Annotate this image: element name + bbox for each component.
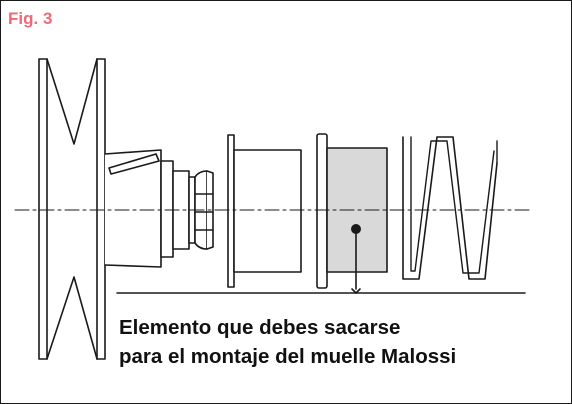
spring — [402, 136, 498, 280]
caption-line-1: Elemento que debes sacarse — [119, 316, 401, 339]
pulley-half — [38, 58, 106, 360]
leader-line — [116, 228, 526, 294]
flanged-spacer — [227, 134, 302, 288]
caption-line-2: para el montaje del muelle Malossi — [119, 345, 457, 368]
figure-label: Fig. 3 — [8, 9, 53, 28]
caption: Elemento que debes sacarse para el monta… — [119, 313, 456, 371]
element-to-remove — [316, 133, 388, 289]
pulley-hub — [104, 149, 196, 268]
leader-dot — [351, 224, 361, 234]
